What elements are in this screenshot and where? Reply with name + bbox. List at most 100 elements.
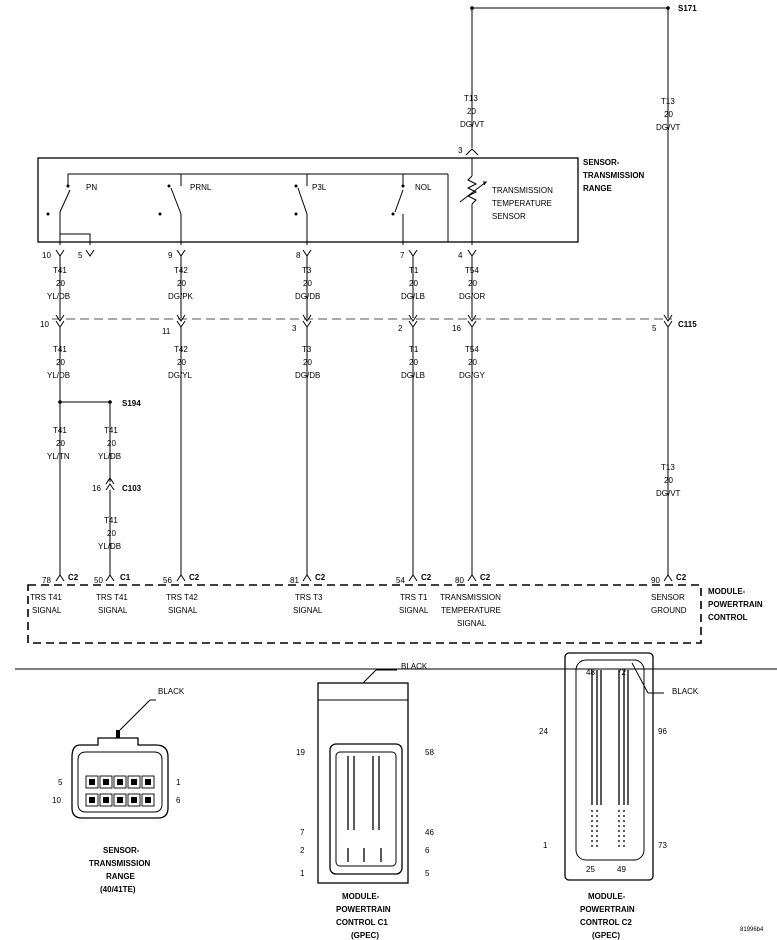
- svg-text:1: 1: [300, 869, 305, 878]
- pcm-pins: 78 C2 50 C1 56 C2 81 C2 54 C2 80 C2 90 C…: [42, 573, 687, 585]
- svg-text:BLACK: BLACK: [672, 687, 699, 696]
- svg-text:CONTROL: CONTROL: [708, 613, 748, 622]
- svg-text:20: 20: [409, 279, 418, 288]
- svg-text:20: 20: [468, 358, 477, 367]
- svg-text:T41: T41: [104, 516, 118, 525]
- svg-text:20: 20: [56, 279, 65, 288]
- svg-text:16: 16: [452, 324, 461, 333]
- svg-text:T41: T41: [53, 266, 67, 275]
- wire-t13-top-b: T13 20 DG/VT: [656, 97, 681, 132]
- switch-nol: NOL: [391, 174, 432, 245]
- sensor-box-label: SENSOR- TRANSMISSION RANGE: [583, 158, 645, 193]
- svg-text:46: 46: [425, 828, 434, 837]
- svg-text:TRANSMISSION: TRANSMISSION: [583, 171, 645, 180]
- svg-text:81: 81: [290, 576, 299, 585]
- figure-id: 81996b4: [740, 927, 764, 933]
- sensor-pin-3: 3: [458, 146, 463, 155]
- module-powertrain-control-box: [27, 584, 702, 644]
- svg-text:TRS T1: TRS T1: [400, 593, 428, 602]
- svg-text:C2: C2: [189, 573, 200, 582]
- svg-text:48: 48: [586, 668, 595, 677]
- svg-text:RANGE: RANGE: [583, 184, 613, 193]
- svg-text:6: 6: [425, 846, 430, 855]
- svg-text:5: 5: [78, 251, 83, 260]
- svg-text:POWERTRAIN: POWERTRAIN: [708, 600, 763, 609]
- svg-text:SENSOR-: SENSOR-: [583, 158, 620, 167]
- wire-t13-bottom: T13 20 DG/VT: [656, 463, 681, 498]
- svg-text:SIGNAL: SIGNAL: [32, 606, 62, 615]
- svg-text:TRS T41: TRS T41: [30, 593, 62, 602]
- connector-view-pcm-c1: BLACK 19 58 7 46 2 6 1 5 MODULE- POWERTR…: [296, 662, 434, 940]
- svg-text:T41: T41: [53, 426, 67, 435]
- splice-s171-label: S171: [678, 4, 697, 13]
- svg-text:SENSOR: SENSOR: [492, 212, 526, 221]
- svg-text:C2: C2: [68, 573, 79, 582]
- switch-prnl: PRNL: [158, 174, 212, 245]
- svg-text:20: 20: [177, 279, 186, 288]
- connector-view-pcm-c2: BLACK 48 72 24 96 1 73 25 49 MODULE- POW…: [539, 652, 699, 940]
- svg-text:72: 72: [617, 668, 626, 677]
- svg-text:(40/41TE): (40/41TE): [100, 885, 136, 894]
- connector-c115-pins: 10 11 3 2 16 5 C115: [40, 314, 697, 336]
- svg-text:MODULE-: MODULE-: [342, 892, 380, 901]
- wire-t41-yltn: T41 20 YL/TN: [47, 426, 70, 461]
- svg-text:20: 20: [107, 439, 116, 448]
- svg-text:PRNL: PRNL: [190, 183, 212, 192]
- svg-text:SIGNAL: SIGNAL: [98, 606, 128, 615]
- transmission-temperature-sensor: TRANSMISSION TEMPERATURE SENSOR: [459, 158, 553, 245]
- svg-text:T13: T13: [661, 463, 675, 472]
- svg-text:T54: T54: [465, 266, 479, 275]
- svg-text:TRS T3: TRS T3: [295, 593, 323, 602]
- svg-text:20: 20: [467, 107, 476, 116]
- svg-text:T1: T1: [409, 266, 419, 275]
- svg-text:20: 20: [56, 439, 65, 448]
- svg-text:C2: C2: [480, 573, 491, 582]
- svg-text:BLACK: BLACK: [401, 662, 428, 671]
- svg-text:80: 80: [455, 576, 464, 585]
- svg-text:GROUND: GROUND: [651, 606, 687, 615]
- svg-text:C1: C1: [120, 573, 131, 582]
- wire-t41-yldb-b: T41 20 YL/DB: [98, 516, 121, 551]
- svg-text:T3: T3: [302, 266, 312, 275]
- svg-text:6: 6: [176, 796, 181, 805]
- svg-text:DG/DB: DG/DB: [295, 292, 320, 301]
- svg-text:24: 24: [539, 727, 548, 736]
- svg-text:20: 20: [468, 279, 477, 288]
- svg-text:YL/DB: YL/DB: [98, 452, 121, 461]
- svg-text:SENSOR-: SENSOR-: [103, 846, 140, 855]
- svg-text:19: 19: [296, 748, 305, 757]
- svg-text:YL/DB: YL/DB: [47, 292, 70, 301]
- svg-text:T1: T1: [409, 345, 419, 354]
- svg-text:T41: T41: [53, 345, 67, 354]
- svg-text:YL/DB: YL/DB: [47, 371, 70, 380]
- svg-text:9: 9: [168, 251, 173, 260]
- svg-text:DG/DB: DG/DB: [295, 371, 320, 380]
- sensor-pins-bottom: 10 5 9 8 7 4: [42, 249, 477, 260]
- svg-text:CONTROL C2: CONTROL C2: [580, 918, 632, 927]
- svg-text:58: 58: [425, 748, 434, 757]
- svg-text:DG/VT: DG/VT: [460, 120, 485, 129]
- svg-text:C2: C2: [676, 573, 687, 582]
- pcm-box-label: MODULE- POWERTRAIN CONTROL: [708, 587, 763, 622]
- svg-text:96: 96: [658, 727, 667, 736]
- svg-text:TRANSMISSION: TRANSMISSION: [440, 593, 501, 602]
- svg-text:TRS T41: TRS T41: [96, 593, 128, 602]
- svg-text:5: 5: [425, 869, 430, 878]
- svg-text:DG/LB: DG/LB: [401, 292, 425, 301]
- svg-text:5: 5: [652, 324, 657, 333]
- svg-text:NOL: NOL: [415, 183, 432, 192]
- svg-text:TRANSMISSION: TRANSMISSION: [89, 859, 151, 868]
- sensor-transmission-range-box: [37, 157, 579, 243]
- svg-text:C2: C2: [421, 573, 432, 582]
- svg-text:TEMPERATURE: TEMPERATURE: [441, 606, 501, 615]
- svg-text:54: 54: [396, 576, 405, 585]
- svg-text:20: 20: [664, 476, 673, 485]
- svg-text:10: 10: [52, 796, 61, 805]
- switch-p3l: P3L: [294, 174, 327, 245]
- svg-text:7: 7: [400, 251, 405, 260]
- svg-text:POWERTRAIN: POWERTRAIN: [580, 905, 635, 914]
- svg-text:T42: T42: [174, 266, 188, 275]
- wires-lower-labels: T41 20 YL/DB T42 20 DG/YL T3 20 DG/DB T1…: [47, 345, 485, 380]
- svg-text:SENSOR: SENSOR: [651, 593, 685, 602]
- svg-text:YL/TN: YL/TN: [47, 452, 70, 461]
